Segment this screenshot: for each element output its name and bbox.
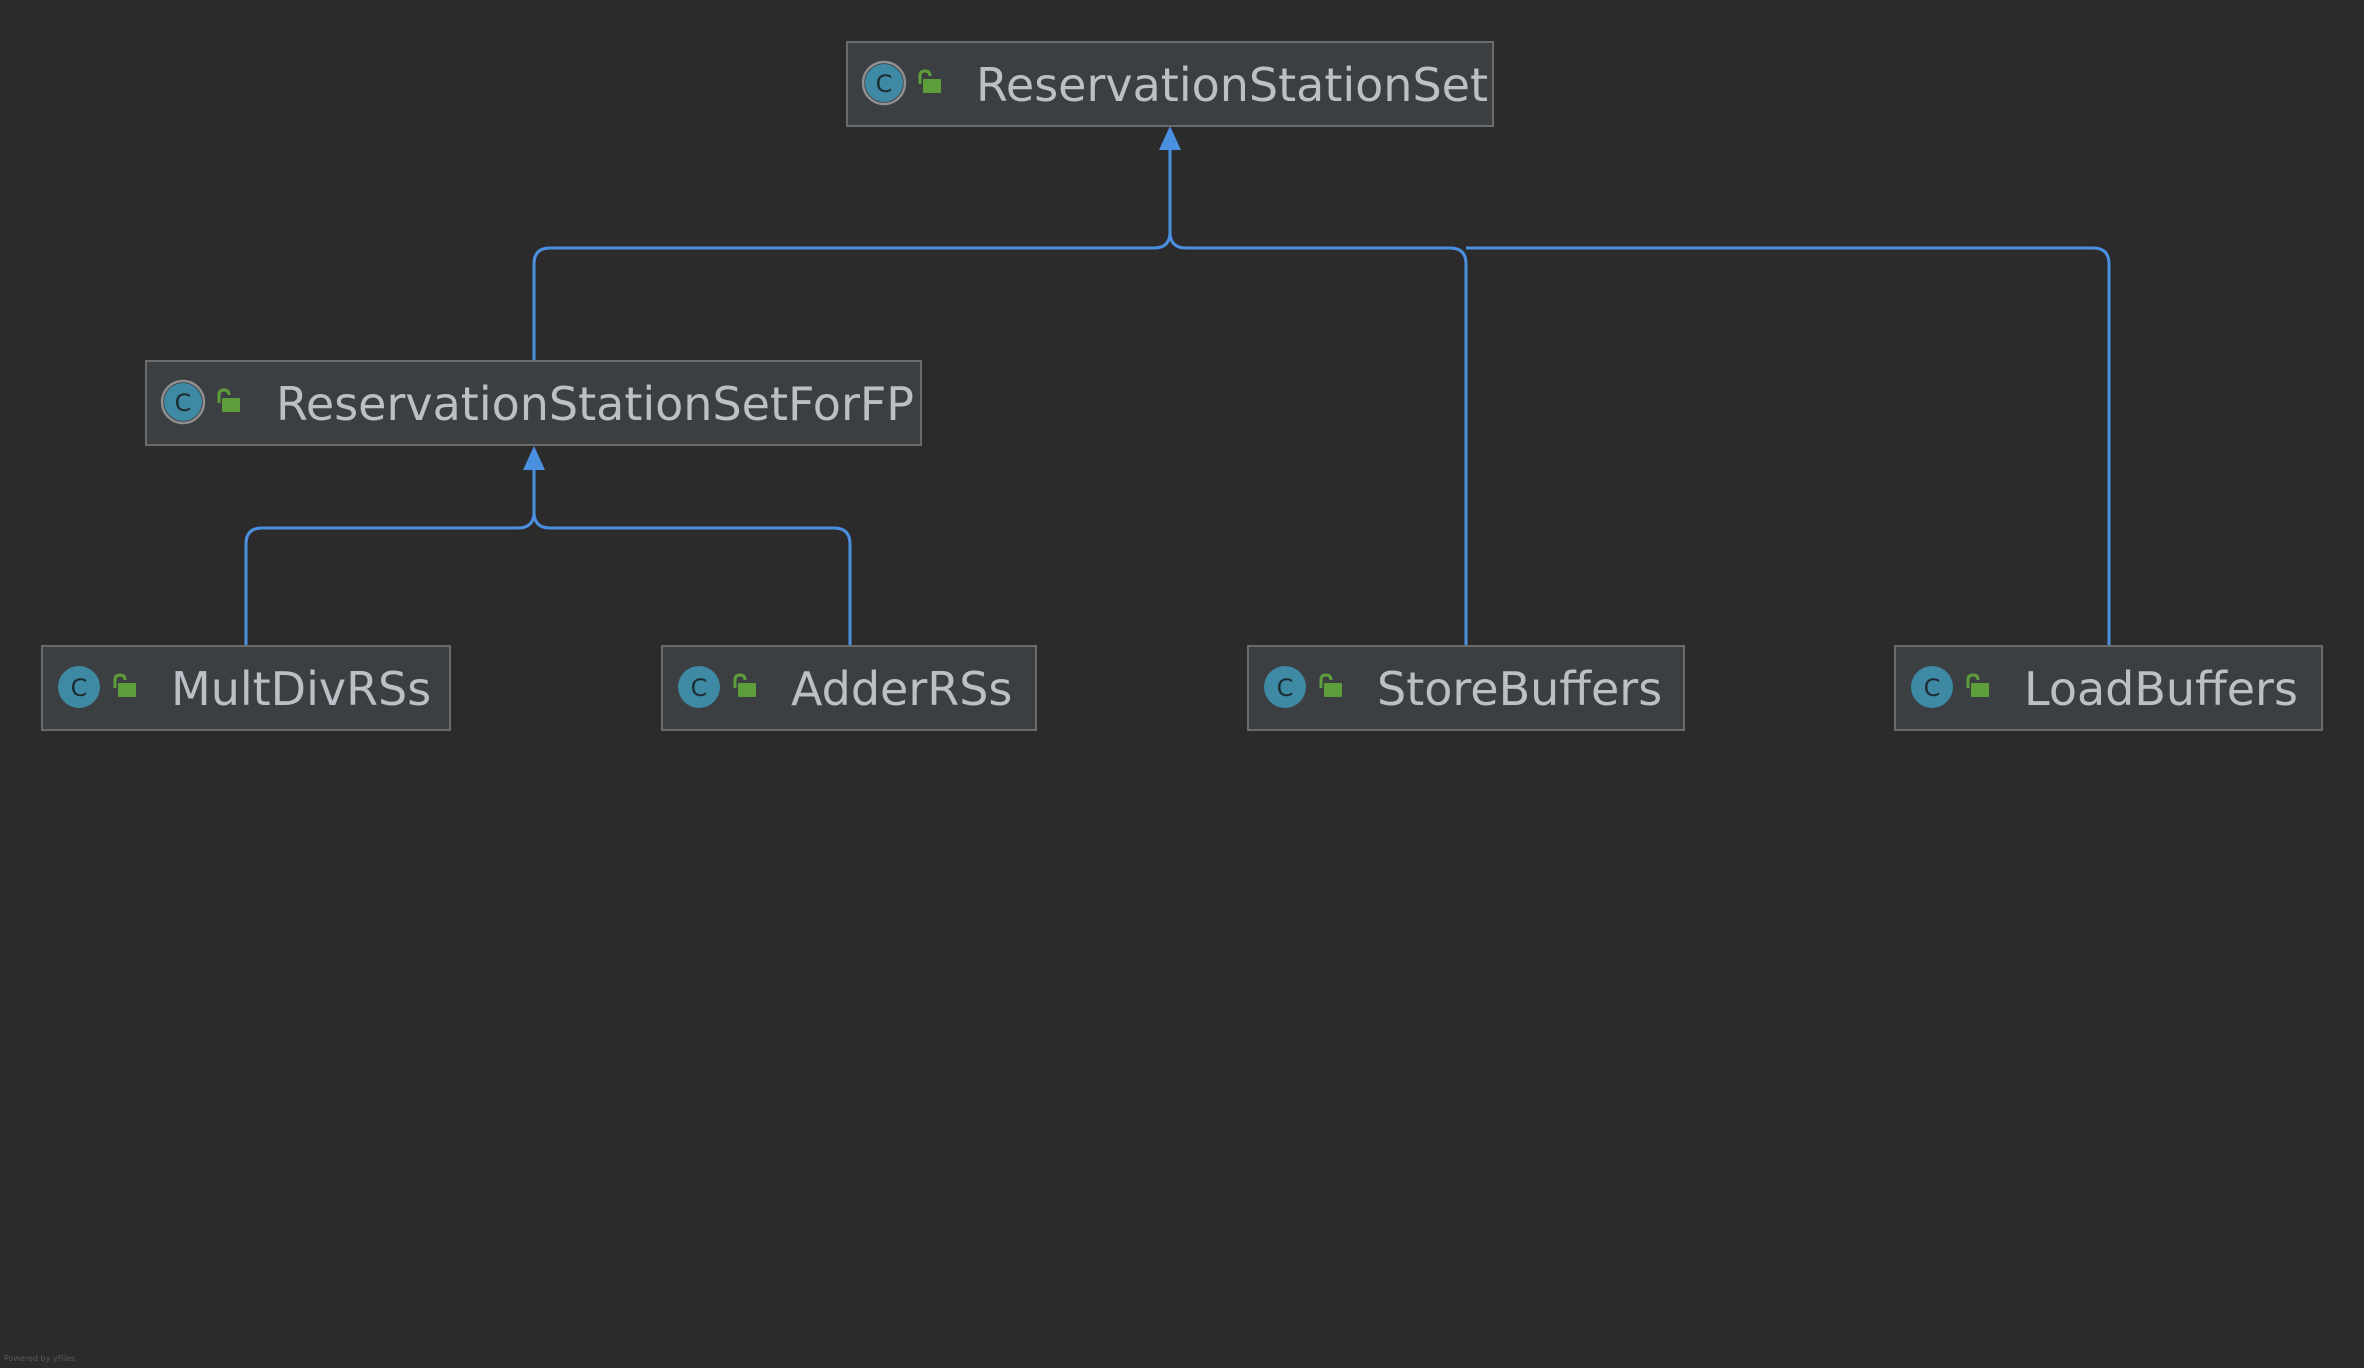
- edge-load-to-rss: [1466, 246, 2111, 645]
- class-icon-letter: C: [1924, 674, 1941, 702]
- edge-multdiv-to-rssfp: [244, 462, 536, 645]
- node-mult-div-rss[interactable]: C MultDivRSs: [41, 645, 451, 731]
- node-load-buffers[interactable]: C LoadBuffers: [1894, 645, 2323, 731]
- abstract-class-icon: C: [861, 60, 907, 106]
- public-icon: [733, 673, 756, 697]
- node-label: StoreBuffers: [1377, 662, 1662, 716]
- node-label: ReservationStationSet: [976, 58, 1488, 112]
- class-icon: C: [1911, 666, 1953, 708]
- arrowhead-rss: [1159, 126, 1181, 150]
- node-adder-rss[interactable]: C AdderRSs: [661, 645, 1037, 731]
- class-icon: C: [58, 666, 100, 708]
- footer-watermark: Powered by yFiles: [4, 1354, 75, 1363]
- class-icon-letter: C: [175, 389, 192, 417]
- node-label: MultDivRSs: [171, 662, 431, 716]
- public-icon: [217, 388, 240, 412]
- class-icon-letter: C: [691, 674, 708, 702]
- edge-store-to-rss: [1168, 231, 1468, 645]
- node-label: ReservationStationSetForFP: [276, 377, 914, 431]
- node-store-buffers[interactable]: C StoreBuffers: [1247, 645, 1685, 731]
- node-label: LoadBuffers: [2024, 662, 2298, 716]
- public-icon: [1319, 673, 1342, 697]
- arrowhead-rssfp: [523, 446, 545, 470]
- public-icon: [113, 673, 136, 697]
- node-reservation-station-set[interactable]: C ReservationStationSet: [846, 41, 1494, 127]
- class-icon-letter: C: [876, 70, 893, 98]
- class-icon-letter: C: [1277, 674, 1294, 702]
- public-icon: [1966, 673, 1989, 697]
- class-icon-letter: C: [71, 674, 88, 702]
- abstract-class-icon: C: [160, 379, 206, 425]
- edge-adder-to-rssfp: [532, 511, 852, 645]
- edge-rssfp-to-rss: [532, 140, 1172, 360]
- edges: [244, 126, 2111, 645]
- public-icon: [918, 69, 941, 93]
- node-reservation-station-set-for-fp[interactable]: C ReservationStationSetForFP: [145, 360, 922, 446]
- class-icon: C: [678, 666, 720, 708]
- class-icon: C: [1264, 666, 1306, 708]
- node-label: AdderRSs: [791, 662, 1012, 716]
